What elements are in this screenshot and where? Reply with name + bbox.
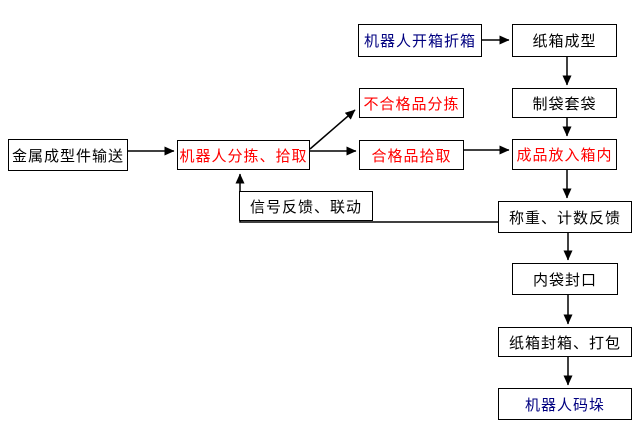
flow-node-defective-sorting: 不合格品分拣 <box>359 88 464 118</box>
flow-node-weighing-count-feedback: 称重、计数反馈 <box>498 201 632 233</box>
flow-node-inner-bag-sealing: 内袋封口 <box>512 263 618 295</box>
edge-weighing-feedback-to-sorting <box>235 173 498 223</box>
flow-node-robot-palletizing: 机器人码垛 <box>498 388 632 420</box>
flow-node-qualified-picking: 合格品拾取 <box>359 140 464 170</box>
flow-node-carton-sealing-packing: 纸箱封箱、打包 <box>498 327 632 357</box>
flow-node-robot-carton-unfolding: 机器人开箱折箱 <box>358 24 482 57</box>
edge-sorting-to-defective <box>309 109 356 150</box>
flow-node-metal-forming-conveying: 金属成型件输送 <box>8 139 128 171</box>
flow-node-signal-feedback-linkage: 信号反馈、联动 <box>239 191 373 221</box>
flow-node-robot-sorting-picking: 机器人分拣、拾取 <box>177 140 310 170</box>
flow-node-product-into-box: 成品放入箱内 <box>512 139 617 170</box>
flow-node-bag-making-bagging: 制袋套袋 <box>512 88 617 118</box>
flow-node-carton-forming: 纸箱成型 <box>512 24 617 57</box>
